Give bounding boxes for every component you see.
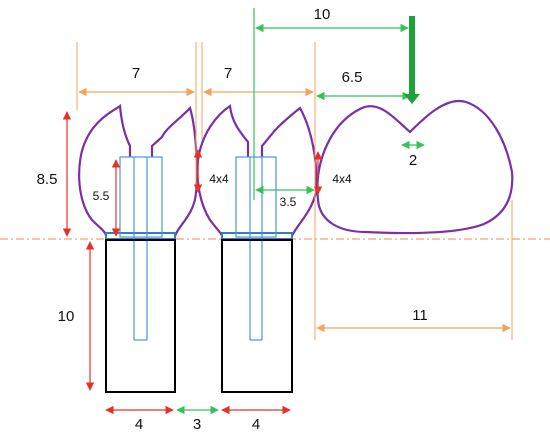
label-crown-width-1: 7 <box>132 65 140 82</box>
label-root-width-2: 4 <box>252 416 260 433</box>
abutment-1 <box>119 156 163 238</box>
label-contact-right: 4x4 <box>332 172 352 186</box>
premolar-crown-1 <box>78 103 198 240</box>
crown-base-2 <box>221 232 293 240</box>
thick-downward-arrow-icon <box>404 16 420 104</box>
label-contact-left: 4x4 <box>209 172 229 186</box>
label-fossa-width: 2 <box>409 152 417 169</box>
molar-crown-outline <box>316 99 514 235</box>
label-implant-offset: 3.5 <box>280 195 297 209</box>
implant-2 <box>235 156 277 341</box>
label-gap-to-molar: 6.5 <box>342 69 363 86</box>
root-1 <box>105 239 176 393</box>
label-root-width-1: 4 <box>135 416 143 433</box>
extension-lines <box>76 42 513 340</box>
label-crown-height: 8.5 <box>37 171 58 188</box>
label-root-height: 10 <box>58 308 75 325</box>
crown-outline-2 <box>196 104 318 237</box>
crown-outline-1 <box>78 103 198 237</box>
label-implant-to-force: 10 <box>314 6 331 23</box>
root-2 <box>221 239 293 393</box>
label-crown-width-2: 7 <box>224 65 232 82</box>
abutment-2 <box>235 156 277 238</box>
label-abutment-height: 5.5 <box>93 189 110 203</box>
label-molar-width: 11 <box>412 307 428 324</box>
implant-1 <box>119 156 163 341</box>
label-root-gap: 3 <box>193 416 201 433</box>
